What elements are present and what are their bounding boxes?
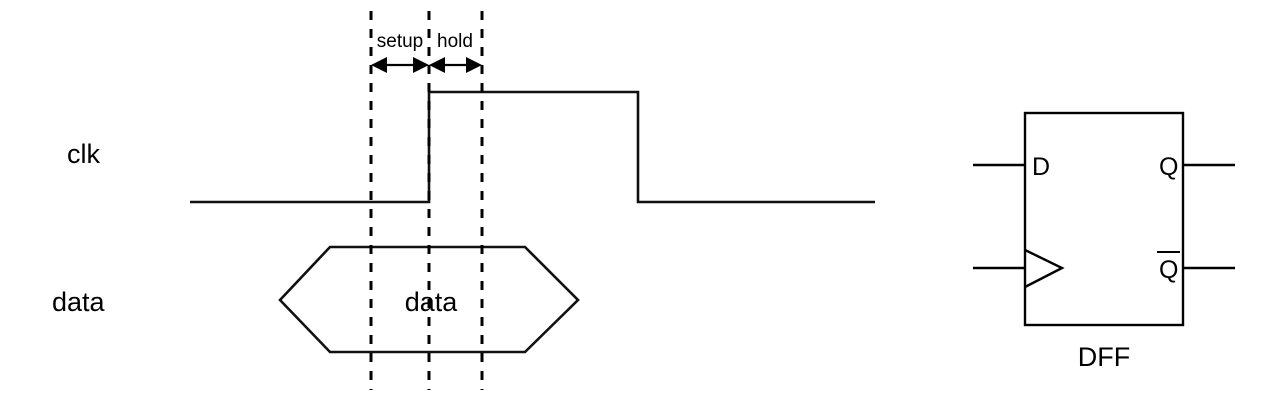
dff-pin-label-qbar: Q: [1159, 256, 1178, 284]
dff-symbol: D Q Q DFF: [973, 111, 1235, 372]
hold-arrow: [429, 57, 482, 73]
hold-arrow-head-right: [466, 57, 482, 73]
dff-body: [1023, 111, 1185, 327]
dff-pin-label-q: Q: [1159, 153, 1178, 181]
data-waveform: [278, 245, 580, 354]
data-bus-hexagon: [278, 245, 580, 354]
clk-waveform: [190, 90, 875, 204]
dff-pin-label-d: D: [1032, 153, 1050, 181]
setup-arrow-head-left: [371, 57, 387, 73]
data-bus-value-label: data: [405, 287, 459, 317]
setup-arrow-head-right: [413, 57, 429, 73]
dff-block-label: DFF: [1078, 342, 1130, 372]
setup-label: setup: [377, 31, 423, 52]
hold-arrow-head-left: [429, 57, 445, 73]
timing-marker-lines: [369, 11, 484, 390]
clock-triangle-icon: [1024, 248, 1065, 289]
hold-label: hold: [437, 31, 473, 52]
setup-arrow: [371, 57, 429, 73]
signal-label-clk: clk: [67, 139, 100, 169]
clk-waveform-path: [190, 90, 875, 204]
signal-label-data: data: [52, 287, 106, 317]
